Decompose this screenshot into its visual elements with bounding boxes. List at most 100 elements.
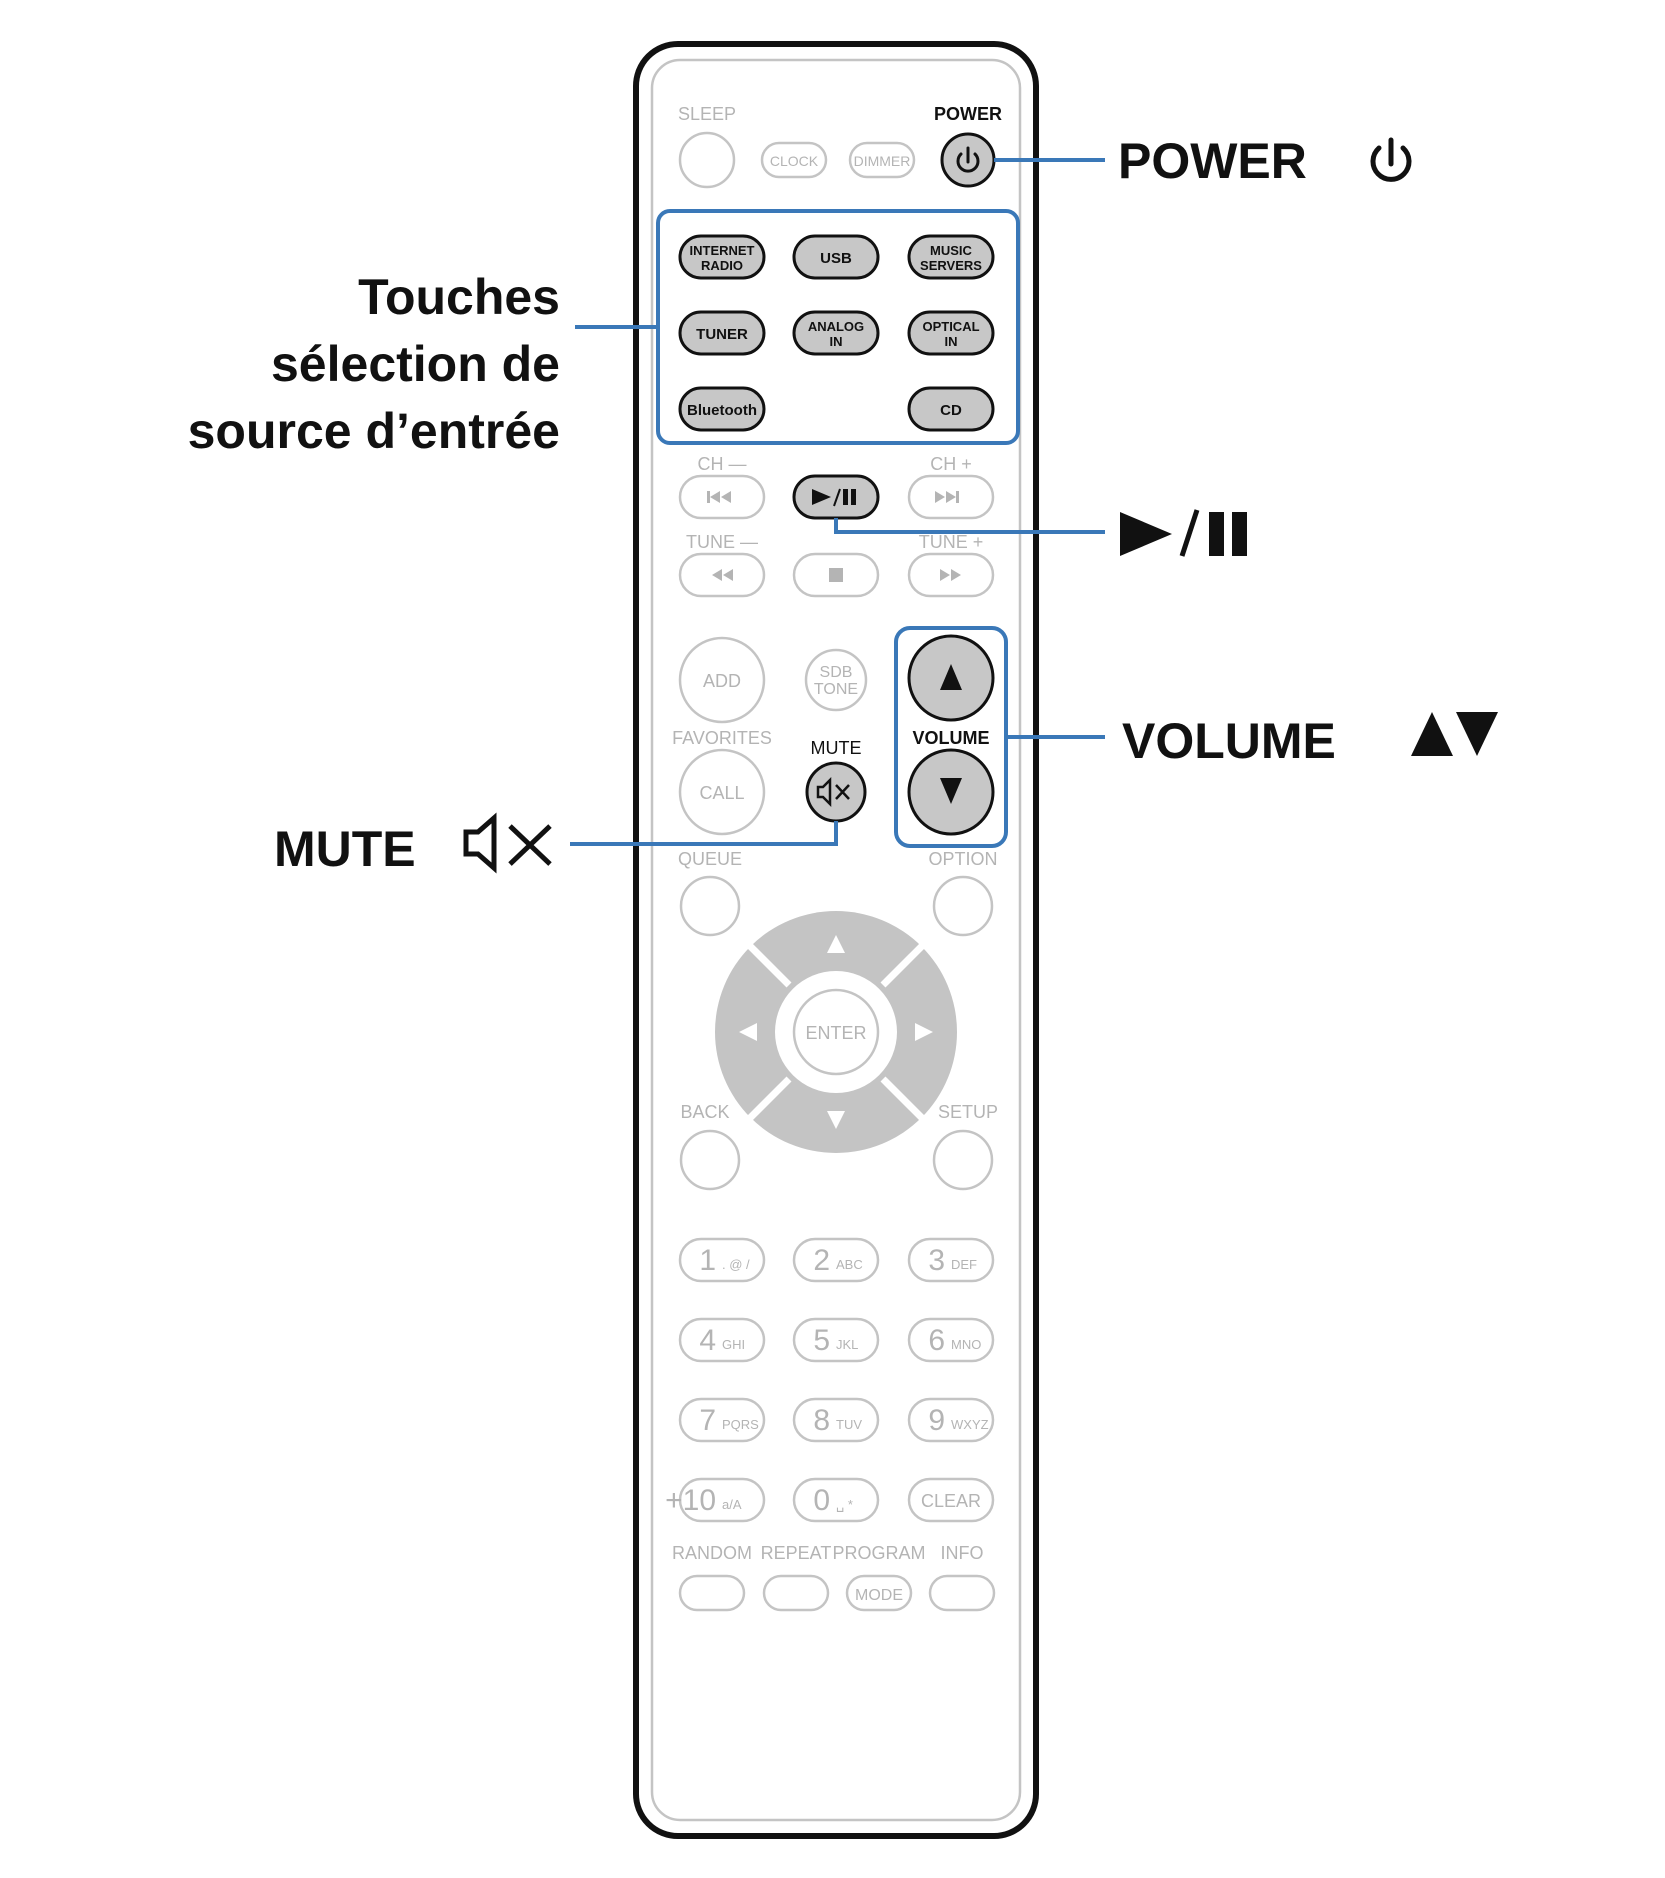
info-label: INFO	[941, 1543, 984, 1563]
keypad-button[interactable]	[792, 1237, 880, 1283]
dpad-down-icon[interactable]	[827, 1111, 845, 1129]
keypad-button[interactable]	[907, 1397, 995, 1443]
music-servers-label: MUSIC	[930, 243, 973, 258]
clock-label: CLOCK	[770, 153, 819, 169]
option-button[interactable]	[932, 875, 994, 937]
usb-button[interactable]	[792, 234, 880, 280]
mute-leader-line	[570, 821, 838, 846]
power-label: POWER	[934, 104, 1002, 124]
bluetooth-label: Bluetooth	[687, 402, 757, 419]
sleep-button[interactable]	[678, 131, 736, 189]
ch-minus-label: CH —	[698, 454, 747, 474]
triangle-down-icon	[1456, 712, 1498, 756]
keypad-letters: . @ /	[722, 1257, 750, 1272]
keypad-button[interactable]	[678, 1317, 766, 1363]
tune-minus-label: TUNE —	[686, 532, 758, 552]
favorites-label: FAVORITES	[672, 728, 772, 748]
random-button[interactable]	[678, 1574, 746, 1612]
keypad-letters: GHI	[722, 1337, 745, 1352]
source-callout-line-1: Touches	[358, 269, 560, 325]
mute-button[interactable]	[805, 761, 867, 823]
sdb-tone-button[interactable]	[804, 648, 868, 712]
source-callout-line-3: source d’entrée	[188, 403, 560, 459]
keypad-button[interactable]	[792, 1397, 880, 1443]
keypad-button[interactable]	[907, 1477, 995, 1523]
keypad-button[interactable]	[678, 1397, 766, 1443]
cd-label: CD	[940, 402, 962, 419]
enter-label: ENTER	[805, 1023, 866, 1043]
keypad-button[interactable]	[907, 1237, 995, 1283]
setup-button[interactable]	[932, 1129, 994, 1191]
tuner-button[interactable]	[678, 310, 766, 356]
keypad-number: +10	[665, 1484, 716, 1517]
keypad-letters: DEF	[951, 1257, 977, 1272]
keypad-letters: ␣ *	[836, 1497, 853, 1512]
fast-forward-icon	[940, 569, 961, 581]
keypad-button[interactable]	[678, 1237, 766, 1283]
play-pause-callout-icon	[1120, 509, 1247, 557]
triangle-up-icon	[1411, 712, 1453, 756]
usb-label: USB	[820, 250, 852, 267]
back-button[interactable]	[679, 1129, 741, 1191]
internet-radio-label: INTERNET	[690, 243, 755, 258]
mute-label: MUTE	[811, 738, 862, 758]
optical-in-label-2: IN	[945, 334, 958, 349]
keypad-letters: CLEAR	[921, 1491, 981, 1511]
power-callout: POWER	[1118, 133, 1307, 189]
previous-icon	[707, 491, 731, 503]
internet-radio-button[interactable]	[678, 234, 766, 280]
dimmer-label: DIMMER	[854, 153, 911, 169]
dpad-up-icon[interactable]	[827, 935, 845, 953]
keypad-letters: ABC	[836, 1257, 863, 1272]
option-label: OPTION	[928, 849, 997, 869]
keypad-button[interactable]	[792, 1317, 880, 1363]
dpad-right-icon[interactable]	[915, 1023, 933, 1041]
call-label: CALL	[699, 783, 744, 803]
queue-label: QUEUE	[678, 849, 742, 869]
analog-in-label: ANALOG	[808, 319, 864, 334]
bluetooth-button[interactable]	[678, 386, 766, 432]
keypad-number: 6	[928, 1324, 945, 1357]
keypad-number: 2	[813, 1244, 830, 1277]
internet-radio-label-2: RADIO	[701, 258, 743, 273]
volume-label: VOLUME	[912, 728, 989, 748]
keypad-button[interactable]	[678, 1477, 766, 1523]
volume-callout: VOLUME	[1122, 713, 1336, 769]
keypad-number: 1	[699, 1244, 716, 1277]
back-label: BACK	[680, 1102, 729, 1122]
queue-button[interactable]	[679, 875, 741, 937]
keypad-letters: PQRS	[722, 1417, 759, 1432]
speaker-mute-icon	[816, 776, 850, 808]
triangle-down-icon	[940, 778, 962, 804]
analog-in-button[interactable]	[792, 310, 880, 356]
keypad-button[interactable]	[792, 1477, 880, 1523]
dpad-left-icon[interactable]	[739, 1023, 757, 1041]
play-pause-icon	[812, 488, 856, 507]
keypad-number: 0	[813, 1484, 830, 1517]
mute-callout: MUTE	[274, 821, 416, 877]
clock-button[interactable]	[760, 141, 828, 179]
enter-button[interactable]	[792, 988, 880, 1076]
repeat-button[interactable]	[762, 1574, 830, 1612]
ch-plus-label: CH +	[930, 454, 972, 474]
keypad-letters: TUV	[836, 1417, 862, 1432]
setup-label: SETUP	[938, 1102, 998, 1122]
triangle-up-icon	[940, 664, 962, 690]
keypad-letters: JKL	[836, 1337, 858, 1352]
music-servers-button[interactable]	[907, 234, 995, 280]
dimmer-button[interactable]	[848, 141, 916, 179]
source-callout-line-2: sélection de	[271, 336, 560, 392]
repeat-label: REPEAT	[761, 1543, 832, 1563]
cd-button[interactable]	[907, 386, 995, 432]
mode-button[interactable]	[845, 1574, 913, 1612]
play-pause-button[interactable]	[792, 474, 880, 520]
stop-icon	[829, 568, 843, 582]
optical-in-button[interactable]	[907, 310, 995, 356]
speaker-mute-icon	[463, 812, 552, 874]
keypad-number: 7	[699, 1404, 716, 1437]
info-button[interactable]	[928, 1574, 996, 1612]
add-favorites-button[interactable]	[678, 636, 766, 724]
keypad-button[interactable]	[907, 1317, 995, 1363]
call-button[interactable]	[678, 748, 766, 836]
